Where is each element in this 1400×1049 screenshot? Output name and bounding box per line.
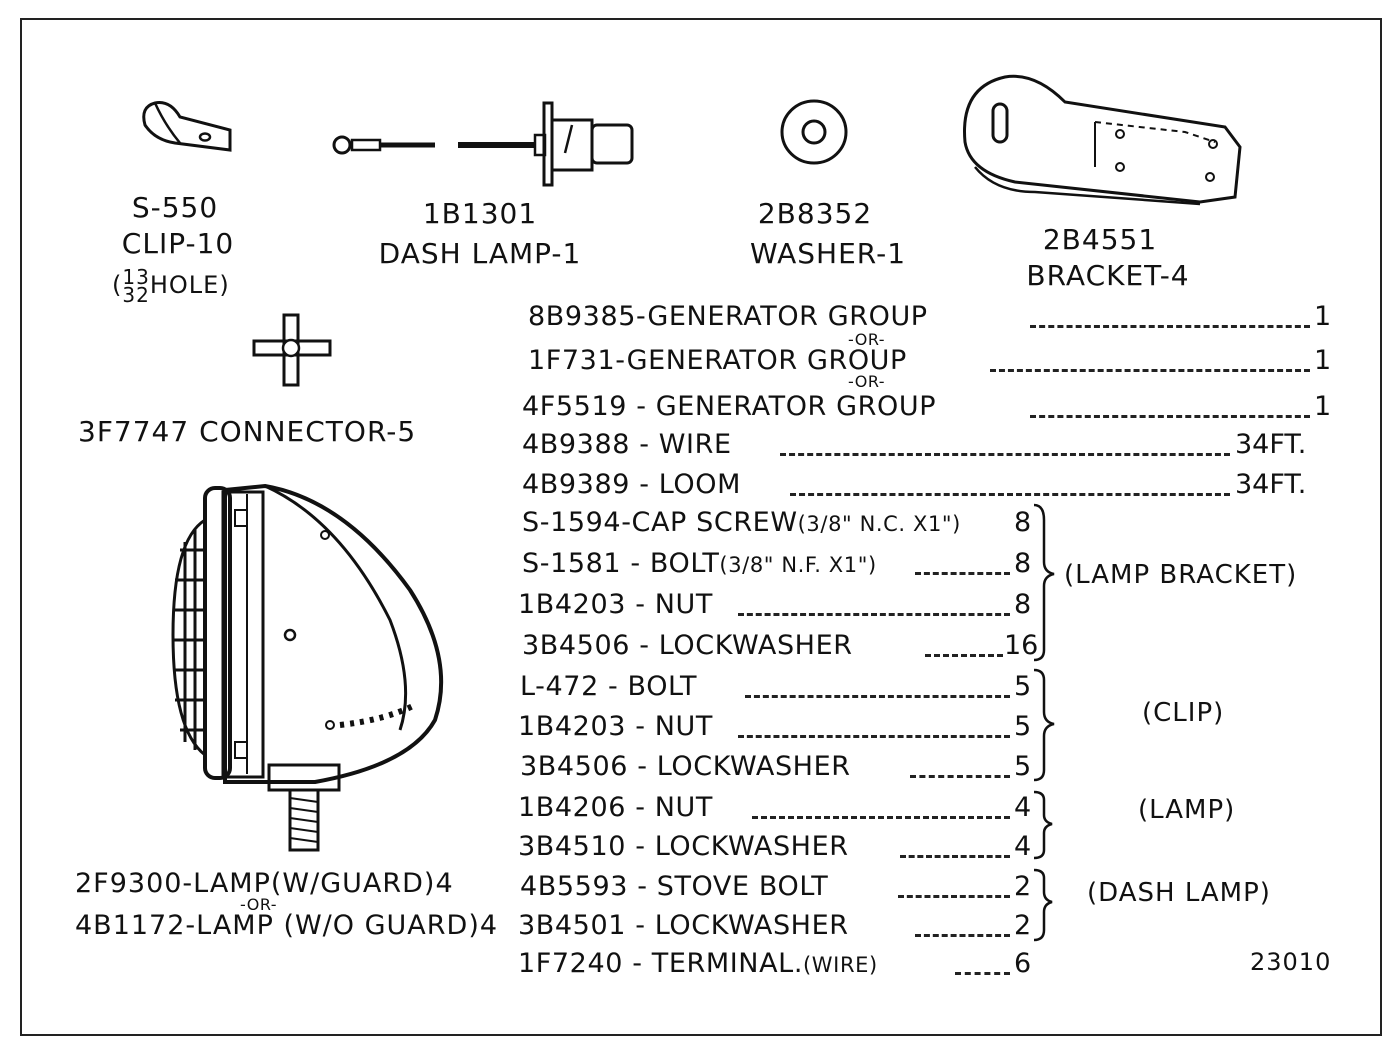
leader-dash: [900, 855, 1010, 858]
leader-dash: [1030, 415, 1310, 418]
list-item-text: L-472 - BOLT: [520, 671, 698, 702]
lamp-drawing: [171, 483, 444, 852]
leader-dash: [738, 735, 1010, 738]
part-name: S-1581 - BOLT: [522, 548, 720, 579]
list-item-text: 4F5519 - GENERATOR GROUP: [522, 391, 937, 422]
hole-fraction-den: 32: [122, 283, 150, 307]
part-name: 1F7240 - TERMINAL: [518, 948, 794, 979]
list-item-qty: 2: [1014, 910, 1032, 941]
group-label-lamp-bracket: (LAMP BRACKET): [1064, 560, 1298, 590]
leader-dash: [925, 654, 1003, 657]
or-label: -OR-: [848, 372, 886, 391]
leader-dash: [915, 934, 1010, 937]
list-item-text: S-1594-CAP SCREW(3/8" N.C. X1"): [522, 509, 961, 536]
list-item-text: 3B4510 - LOCKWASHER: [518, 831, 849, 862]
clip-part-name: CLIP-10: [121, 227, 235, 260]
list-item-text: 3B4506 - LOCKWASHER: [522, 630, 853, 661]
list-item-qty: 5: [1014, 711, 1032, 742]
leader-dash: [780, 453, 1230, 456]
leader-dash: [955, 972, 1010, 975]
washer-part-number: 2B8352: [757, 197, 873, 230]
lamp-label-1: 2F9300-LAMP(W/GUARD)4: [75, 868, 454, 899]
list-item-text: 3B4506 - LOCKWASHER: [520, 751, 851, 782]
list-item-qty: 5: [1014, 751, 1032, 782]
clip-part-number: S-550: [131, 191, 219, 224]
list-item-text: S-1581 - BOLT(3/8" N.F. X1"): [522, 550, 877, 577]
list-item-text: 1B4203 - NUT: [518, 589, 713, 620]
hole-label: HOLE: [149, 271, 220, 299]
lamp-or: -OR-: [240, 895, 278, 914]
leader-dash: [910, 775, 1010, 778]
connector-drawing: [252, 313, 332, 387]
hole-fraction-num: 13: [122, 265, 150, 289]
group-label-lamp: (LAMP): [1138, 795, 1236, 825]
list-item-qty: 34FT.: [1235, 429, 1307, 460]
list-item-text: 4B5593 - STOVE BOLT: [520, 871, 829, 902]
list-item-qty: 4: [1014, 792, 1032, 823]
dash-lamp-part-name: DASH LAMP-1: [378, 237, 582, 270]
washer-drawing: [780, 99, 848, 165]
list-item-text: 4B9388 - WIRE: [522, 429, 732, 460]
drawing-frame: [20, 18, 1382, 1036]
figure-number: 23010: [1250, 948, 1332, 976]
clip-drawing: [142, 101, 232, 152]
dash-lamp-part-number: 1B1301: [422, 197, 538, 230]
list-item-qty: 8: [1014, 507, 1032, 538]
part-spec: (3/8" N.C. X1"): [797, 512, 961, 536]
or-label: -OR-: [848, 330, 886, 349]
part-spec: (3/8" N.F. X1"): [719, 553, 877, 577]
part-name: S-1594-CAP SCREW: [522, 507, 798, 538]
leader-dash: [752, 816, 1010, 819]
list-item-qty: 1: [1314, 345, 1332, 376]
leader-dash: [738, 613, 1010, 616]
leader-dash: [1030, 325, 1310, 328]
group-braces: [1033, 503, 1055, 942]
list-item-qty: 8: [1014, 589, 1032, 620]
list-item-qty: 1: [1314, 301, 1332, 332]
list-item-qty: 16: [1004, 630, 1039, 661]
washer-part-name: WASHER-1: [749, 237, 907, 270]
list-item-qty: 6: [1014, 948, 1032, 979]
leader-dash: [990, 369, 1310, 372]
list-item-text: 4B9389 - LOOM: [522, 469, 742, 500]
dash-lamp-drawing: [332, 101, 634, 187]
bracket-part-name: BRACKET-4: [1026, 259, 1190, 292]
bracket-part-number: 2B4551: [1042, 223, 1158, 256]
list-item-qty: 34FT.: [1235, 469, 1307, 500]
list-item-text: 1F731-GENERATOR GROUP: [528, 345, 907, 376]
leader-dash: [915, 572, 1010, 575]
list-item-text: 3B4501 - LOCKWASHER: [518, 910, 849, 941]
lamp-label-2: 4B1172-LAMP (W/O GUARD)4: [75, 910, 499, 941]
group-label-dash-lamp: (DASH LAMP): [1087, 878, 1271, 908]
leader-dash: [898, 895, 1010, 898]
list-item-qty: 8: [1014, 548, 1032, 579]
bracket-drawing: [963, 74, 1242, 206]
leader-dash: [745, 695, 1010, 698]
list-item-text: 1B4206 - NUT: [518, 792, 713, 823]
leader-dash: [790, 493, 1230, 496]
list-item-text: 8B9385-GENERATOR GROUP: [528, 301, 928, 332]
list-item-qty: 2: [1014, 871, 1032, 902]
list-item-text: 1F7240 - TERMINAL.(WIRE): [518, 948, 878, 979]
list-item-qty: 1: [1314, 391, 1332, 422]
connector-label: 3F7747 CONNECTOR-5: [78, 415, 417, 448]
group-label-clip: (CLIP): [1142, 698, 1225, 728]
list-item-qty: 5: [1014, 671, 1032, 702]
part-spec: (WIRE): [803, 953, 878, 977]
list-item-qty: 4: [1014, 831, 1032, 862]
list-item-text: 1B4203 - NUT: [518, 711, 713, 742]
